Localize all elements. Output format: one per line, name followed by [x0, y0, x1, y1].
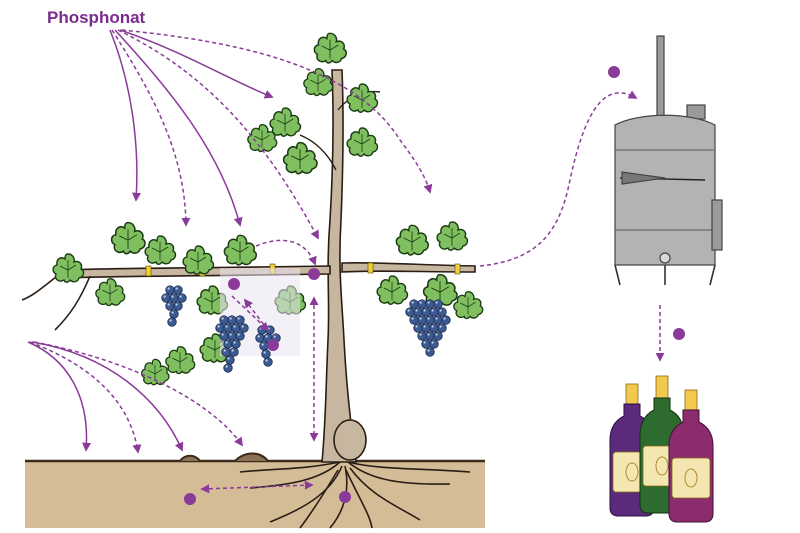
phosphonate-dot — [608, 66, 620, 78]
phosphonate-dot — [308, 268, 320, 280]
soil — [25, 452, 485, 528]
fermentation-tank-icon — [614, 35, 723, 286]
grape-cluster-right — [405, 299, 451, 357]
phosphonate-dot — [673, 328, 685, 340]
diagram-title: Phosphonat — [47, 8, 146, 27]
translocation-arrows — [200, 90, 665, 494]
wine-bottles-icon — [609, 375, 714, 523]
phosphonate-dots — [184, 66, 685, 505]
soil-arrows — [27, 341, 244, 454]
phosphonate-dot — [267, 339, 279, 351]
grape-cluster-left — [161, 285, 187, 327]
wine-bottle-right — [668, 389, 714, 523]
phosphonate-dot — [184, 493, 196, 505]
phosphonate-dot — [228, 278, 240, 290]
spray-arrows — [109, 29, 433, 240]
phosphonate-dot — [339, 491, 351, 503]
